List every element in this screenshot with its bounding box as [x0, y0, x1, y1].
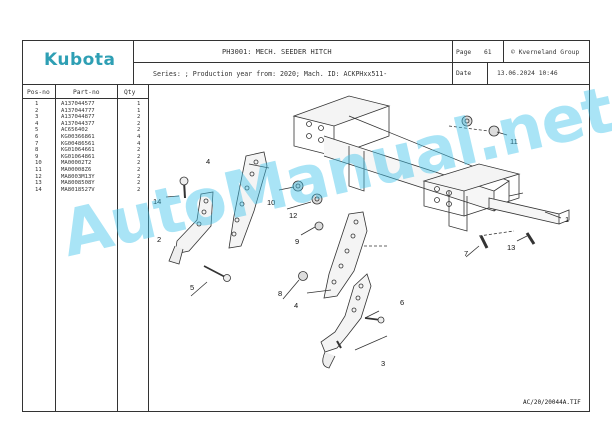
row-pos: 14	[35, 186, 42, 193]
callout-4-lower: 4	[294, 301, 298, 310]
kubota-logo: Kubota	[44, 50, 116, 70]
row-pos: 5	[35, 127, 39, 134]
row-qty: 2	[137, 173, 141, 180]
table-header-line	[22, 98, 149, 99]
row-qty: 4	[137, 133, 141, 140]
row-qty: 2	[137, 120, 141, 127]
table-row: 14 MA8018527V 2	[23, 187, 148, 194]
row-part: AC656402	[61, 127, 88, 134]
callout-14: 14	[153, 197, 161, 206]
row-part: MA00008Z6	[61, 166, 92, 173]
row-qty: 2	[137, 114, 141, 121]
table-row: 11 MA00008Z6 2	[23, 167, 148, 174]
series-line: Series: ; Production year from: 2020; Ma…	[153, 70, 388, 78]
row-part: KG01064861	[61, 153, 95, 160]
table-row: 1 A137044577 1	[23, 101, 148, 108]
row-pos: 1	[35, 101, 39, 107]
page-divider	[503, 40, 504, 62]
header-bottom-line	[22, 84, 590, 85]
drawing-sheet-frame	[22, 40, 590, 412]
callout-5: 5	[190, 283, 194, 292]
callout-2: 2	[157, 235, 161, 244]
callout-12: 12	[289, 211, 297, 220]
row-qty: 2	[137, 166, 141, 173]
date-value: 13.06.2024 10:46	[497, 70, 558, 77]
header-part-no: Part-no	[73, 89, 100, 96]
table-row: 13 MA8008508Y 2	[23, 180, 148, 187]
drawing-file-reference: AC/20/20044A.TIF	[523, 399, 581, 406]
row-part: KG01064661	[61, 147, 95, 154]
header-pos-no: Pos-no	[27, 89, 50, 96]
row-qty: 2	[137, 180, 141, 187]
table-row: 9 KG01064861 2	[23, 154, 148, 161]
row-pos: 3	[35, 114, 39, 121]
date-divider	[487, 62, 488, 84]
table-row: 7 KG00486561 4	[23, 141, 148, 148]
table-row: 4 A137044377 2	[23, 121, 148, 128]
callout-3: 3	[381, 359, 385, 368]
row-part: MA8008508Y	[61, 180, 95, 187]
row-pos: 11	[35, 166, 42, 173]
drawing-linework	[165, 95, 570, 369]
callout-13: 13	[507, 243, 515, 252]
callout-7: 7	[464, 249, 468, 258]
row-part: A137044577	[61, 101, 95, 107]
table-row: 8 KG01064661 2	[23, 147, 148, 154]
row-part: KG00366861	[61, 133, 95, 140]
col-divider-qty	[148, 84, 149, 412]
row-qty: 4	[137, 140, 141, 147]
row-part: A137044377	[61, 120, 95, 127]
row-pos: 4	[35, 120, 39, 127]
page-number: 61	[484, 49, 492, 56]
row-pos: 13	[35, 180, 42, 187]
row-part: MA00002T2	[61, 160, 92, 167]
col-divider-part	[117, 84, 118, 412]
parts-list: 1 A137044577 1 2 A137044777 1 3 A137044877 2 4…	[23, 101, 148, 193]
header-qty: Qty	[124, 89, 136, 96]
table-row: 2 A137044777 1	[23, 108, 148, 115]
row-qty: 2	[137, 147, 141, 154]
callout-6: 6	[400, 298, 404, 307]
date-label: Date	[456, 70, 472, 77]
col-divider-pos	[55, 84, 56, 412]
logo-divider	[133, 40, 134, 84]
row-part: A137044877	[61, 114, 95, 121]
table-row: 10 MA00002T2 2	[23, 160, 148, 167]
table-row: 12 MA8003M13Y 2	[23, 174, 148, 181]
callout-9: 9	[295, 237, 299, 246]
callout-8: 8	[278, 289, 282, 298]
table-row: 6 KG00366861 4	[23, 134, 148, 141]
copyright: © Kverneland Group	[511, 49, 580, 56]
callout-4-upper: 4	[206, 157, 210, 166]
row-qty: 1	[137, 107, 141, 114]
row-part: MA8018527V	[61, 186, 95, 193]
row-part: A137044777	[61, 107, 95, 114]
row-pos: 10	[35, 160, 42, 167]
table-row: 3 A137044877 2	[23, 114, 148, 121]
row-qty: 2	[137, 186, 141, 193]
page-title: PH3001: MECH. SEEDER HITCH	[222, 48, 332, 56]
callout-1: 1	[565, 215, 569, 224]
row-pos: 6	[35, 133, 39, 140]
row-pos: 7	[35, 140, 39, 147]
row-part: MA8003M13Y	[61, 173, 95, 180]
row-qty: 2	[137, 153, 141, 160]
row-qty: 2	[137, 127, 141, 134]
row-qty: 2	[137, 160, 141, 167]
row-part: KG00486561	[61, 140, 95, 147]
row-qty: 1	[137, 101, 141, 107]
header-mid-line	[133, 62, 590, 63]
callout-10: 10	[267, 198, 275, 207]
row-pos: 9	[35, 153, 39, 160]
page-label: Page	[456, 49, 472, 56]
row-pos: 12	[35, 173, 42, 180]
title-divider	[452, 40, 453, 84]
exploded-parts-drawing: 1 2 3 4 4 5 6 7 8 9 10 11 12 13 14 AC/20…	[153, 95, 581, 406]
table-row: 5 AC656402 2	[23, 127, 148, 134]
row-pos: 8	[35, 147, 39, 154]
callout-11: 11	[510, 137, 518, 146]
row-pos: 2	[35, 107, 39, 114]
